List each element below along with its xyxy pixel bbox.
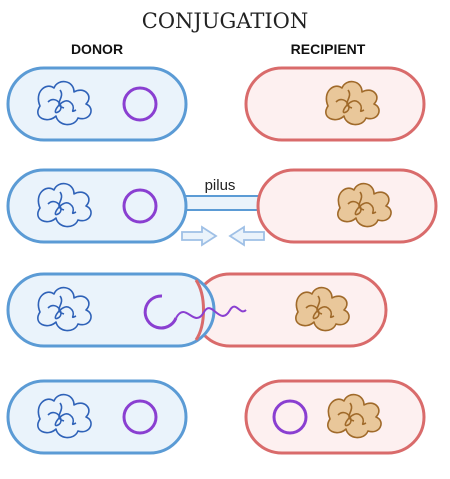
donor-plasmid bbox=[122, 399, 158, 435]
donor-plasmid bbox=[122, 188, 158, 224]
cell-junction bbox=[194, 279, 205, 341]
arrow-left-icon bbox=[228, 225, 265, 247]
pilus-label: pilus bbox=[205, 177, 236, 194]
donor-cell bbox=[6, 66, 188, 142]
donor-cell bbox=[6, 379, 188, 455]
diagram-title: CONJUGATION bbox=[142, 9, 308, 33]
donor-heading: DONOR bbox=[71, 41, 123, 57]
transferring-dna-strand bbox=[175, 305, 247, 319]
stage-2: pilus bbox=[6, 168, 438, 247]
donor-plasmid bbox=[122, 86, 158, 122]
recipient-plasmid bbox=[272, 399, 308, 435]
recipient-heading: RECIPIENT bbox=[291, 41, 366, 57]
donor-plasmid bbox=[143, 294, 178, 330]
stage-1 bbox=[6, 66, 426, 142]
arrow-right-icon bbox=[181, 225, 218, 247]
recipient-cell bbox=[192, 272, 388, 348]
stage-3 bbox=[6, 272, 388, 348]
pilus-bridge bbox=[177, 195, 265, 211]
stage-4 bbox=[6, 379, 426, 455]
donor-cell bbox=[6, 168, 188, 244]
